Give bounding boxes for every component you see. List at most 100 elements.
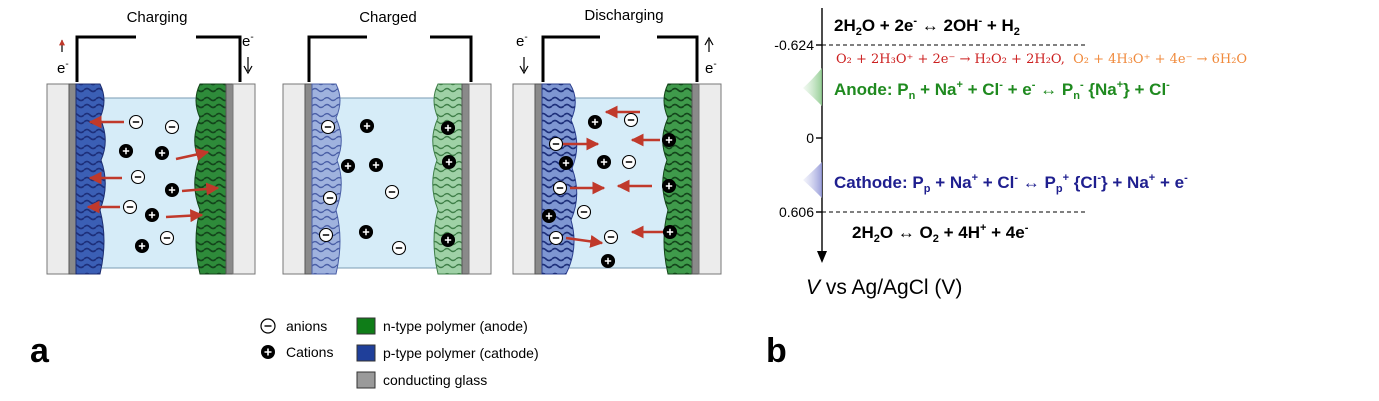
anion-icon bbox=[318, 227, 334, 243]
conducting-glass-right bbox=[225, 83, 234, 275]
eq-cathode: Cathode: Pp + Na+ + Cl- ↔ Pp+ {Cl-} + Na… bbox=[834, 172, 1188, 195]
cell-title-charged: Charged bbox=[359, 9, 417, 26]
cathode-peak bbox=[803, 162, 822, 198]
legend-p-type: p-type polymer (cathode) bbox=[356, 344, 539, 362]
eq-hydrogen-evolution: 2H2O + 2e- ↔ 2OH- + H2 bbox=[834, 15, 1020, 38]
electron-in-left: e- bbox=[516, 32, 529, 75]
anion-icon bbox=[621, 154, 637, 170]
svg-text:anions: anions bbox=[286, 318, 327, 334]
anion-icon bbox=[159, 230, 175, 246]
circuit-wire bbox=[75, 35, 242, 82]
anion-icon bbox=[548, 230, 564, 246]
cation-icon bbox=[118, 143, 134, 159]
svg-text:-0.624: -0.624 bbox=[774, 37, 814, 53]
cation-icon bbox=[358, 224, 374, 240]
cell-discharging: Discharging e- e- bbox=[512, 7, 722, 275]
cation-icon bbox=[440, 120, 456, 136]
svg-text:0: 0 bbox=[806, 130, 814, 146]
cation-icon bbox=[441, 154, 457, 170]
cation-icon bbox=[440, 232, 456, 248]
cation-icon bbox=[596, 154, 612, 170]
legend: anions Cations n-type polymer (anode) p-… bbox=[260, 317, 539, 389]
cation-icon bbox=[661, 132, 677, 148]
glass-right-outer bbox=[232, 83, 256, 275]
ion-arrows bbox=[86, 115, 220, 223]
cation-icon bbox=[154, 145, 170, 161]
conducting-glass-right bbox=[691, 83, 700, 275]
conducting-glass-left bbox=[304, 83, 313, 275]
ions bbox=[318, 118, 457, 256]
cation-icon bbox=[340, 158, 356, 174]
axis-label: V vs Ag/AgCl (V) bbox=[806, 276, 962, 299]
circuit-wire bbox=[307, 35, 473, 82]
cation-icon bbox=[144, 207, 160, 223]
cation-icon bbox=[662, 224, 678, 240]
eq-anode: Anode: Pn + Na+ + Cl- + e- ↔ Pn- {Na+} +… bbox=[834, 79, 1170, 102]
conducting-glass-left bbox=[534, 83, 543, 275]
glass-right-outer bbox=[468, 83, 492, 275]
glass-left-outer bbox=[282, 83, 306, 275]
tick-top: -0.624 bbox=[774, 37, 822, 53]
tick-zero: 0 bbox=[806, 130, 822, 146]
ions bbox=[541, 112, 678, 269]
cation-icon bbox=[661, 178, 677, 194]
anion-icon bbox=[320, 119, 336, 135]
anion-icon bbox=[391, 240, 407, 256]
conducting-glass-right bbox=[461, 83, 470, 275]
cation-icon bbox=[600, 253, 616, 269]
svg-text:conducting glass: conducting glass bbox=[383, 372, 487, 388]
panel-label-a: a bbox=[30, 332, 50, 370]
electron-in-right: e- bbox=[242, 32, 254, 75]
cation-icon bbox=[359, 118, 375, 134]
conducting-glass-left bbox=[68, 83, 77, 275]
cell-title-charging: Charging bbox=[127, 9, 188, 26]
svg-text:p-type polymer (cathode): p-type polymer (cathode) bbox=[383, 345, 539, 361]
anion-icon bbox=[384, 184, 400, 200]
electron-out-left: e- bbox=[57, 39, 69, 77]
anion-icon bbox=[548, 136, 564, 152]
cation-icon bbox=[164, 182, 180, 198]
svg-text:e-: e- bbox=[705, 59, 717, 77]
anion-icon bbox=[322, 190, 338, 206]
cation-icon bbox=[368, 157, 384, 173]
svg-text:n-type polymer (anode): n-type polymer (anode) bbox=[383, 318, 528, 334]
anion-icon bbox=[122, 199, 138, 215]
legend-anions: anions bbox=[260, 318, 327, 334]
anion-icon bbox=[576, 204, 592, 220]
ions bbox=[118, 114, 180, 254]
anion-icon bbox=[552, 180, 568, 196]
ion-arrows bbox=[562, 105, 666, 248]
cation-icon bbox=[558, 155, 574, 171]
svg-text:0.606: 0.606 bbox=[779, 204, 814, 220]
anion-icon bbox=[623, 112, 639, 128]
anion-icon bbox=[164, 119, 180, 135]
circuit-wire bbox=[541, 35, 699, 82]
eq-oxygen-evolution: 2H2O ↔ O2 + 4H+ + 4e- bbox=[852, 222, 1029, 245]
glass-left-outer bbox=[46, 83, 70, 275]
panel-label-b: b bbox=[766, 332, 787, 370]
cell-title-discharging: Discharging bbox=[584, 7, 663, 24]
axis-arrowhead bbox=[817, 251, 827, 263]
cation-icon bbox=[541, 208, 557, 224]
legend-glass: conducting glass bbox=[356, 371, 487, 389]
glass-left-outer bbox=[512, 83, 536, 275]
panel-b: -0.624 0 0.606 2H2O + 2e- ↔ 2OH- + H2 O₂… bbox=[766, 8, 1247, 370]
cell-charging: Charging e- e- bbox=[46, 9, 256, 275]
tick-bottom: 0.606 bbox=[779, 204, 822, 220]
panel-a: Charging e- e- bbox=[30, 7, 722, 389]
cation-icon bbox=[587, 114, 603, 130]
svg-text:e-: e- bbox=[57, 59, 69, 77]
anion-icon bbox=[603, 229, 619, 245]
anion-icon bbox=[130, 169, 146, 185]
svg-text:Cations: Cations bbox=[286, 344, 333, 360]
cation-icon bbox=[134, 238, 150, 254]
legend-n-type: n-type polymer (anode) bbox=[356, 317, 528, 335]
eq-oxygen-reduction: O₂ + 2H₃O⁺ + 2e⁻ → H₂O₂ + 2H₂O, O₂ + 4H₃… bbox=[836, 52, 1247, 67]
svg-text:e-: e- bbox=[516, 32, 528, 50]
glass-right-outer bbox=[698, 83, 722, 275]
electron-out-right: e- bbox=[704, 36, 717, 77]
legend-cations: Cations bbox=[261, 344, 333, 360]
anode-peak bbox=[803, 68, 822, 106]
anion-icon bbox=[128, 114, 144, 130]
